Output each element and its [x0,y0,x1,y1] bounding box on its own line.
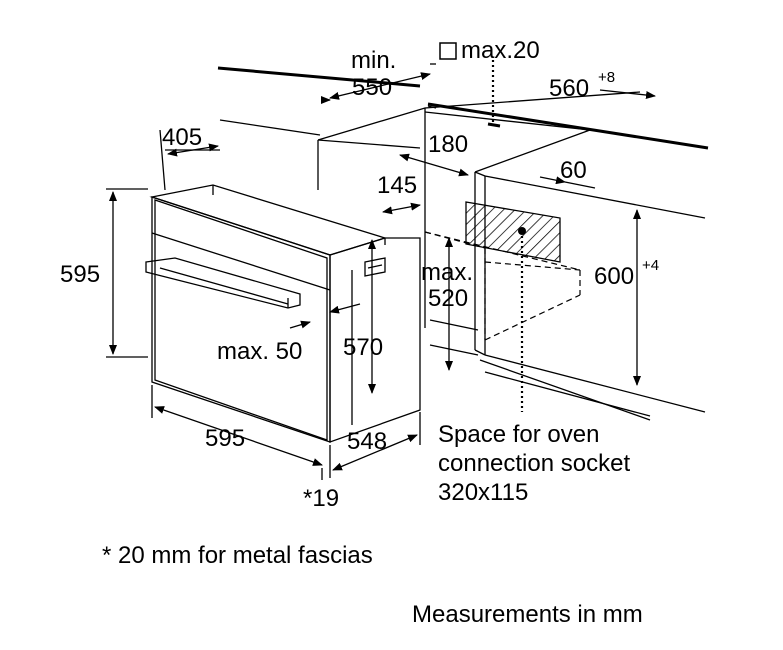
units-note: Measurements in mm [412,601,643,628]
label-width-560: 560 [549,75,589,102]
label-height-595: 595 [60,261,100,288]
socket-label-line2: connection socket [438,450,630,477]
label-height-570: 570 [343,334,383,361]
label-fascia-19: *19 [303,485,339,512]
label-max20: max.20 [461,37,540,64]
socket-label-line1: Space for oven [438,421,599,448]
label-max: max. [421,259,473,286]
label-dim-60: 60 [560,157,587,184]
label-max50: max. 50 [217,338,302,365]
label-depth-548: 548 [347,428,387,455]
label-depth-550: 550 [352,74,392,101]
oven-body [145,184,421,443]
label-depth-405: 405 [162,124,202,151]
socket-area [465,60,561,412]
label-min: min. [351,47,396,74]
socket-label-line3: 320x115 [438,479,528,506]
label-dim-145: 145 [377,172,417,199]
square-symbol-icon [439,42,457,60]
label-height-600-tol: +4 [642,257,659,274]
dimension-lines [106,63,656,480]
label-dim-520: 520 [428,285,468,312]
footnote: * 20 mm for metal fascias [102,542,373,569]
label-gap-180: 180 [428,131,468,158]
cabinet-outline [217,66,709,421]
label-width-560-tol: +8 [598,69,615,86]
label-width-595: 595 [205,425,245,452]
label-height-600: 600 [594,263,634,290]
